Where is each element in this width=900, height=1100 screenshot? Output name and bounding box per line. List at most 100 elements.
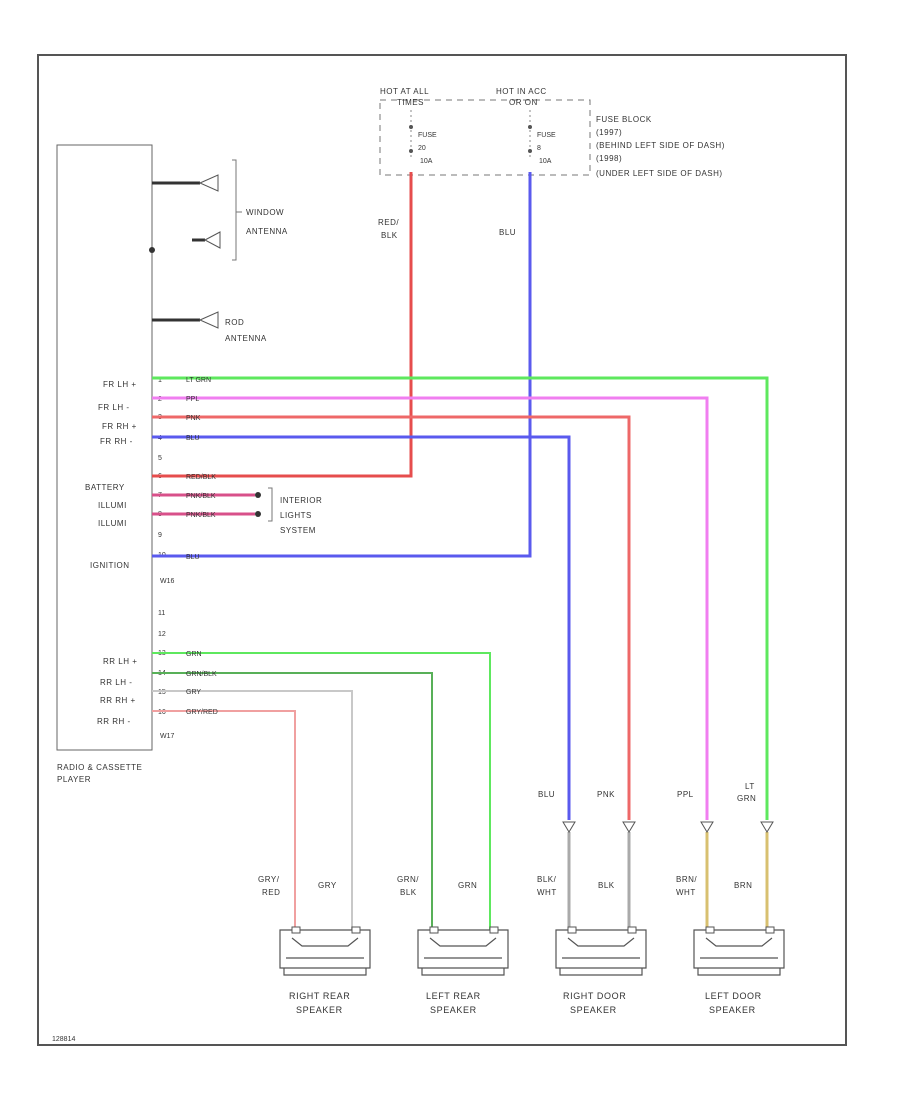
interior-label1: INTERIOR bbox=[280, 496, 322, 505]
left-door-top-label-b1: LT bbox=[745, 782, 755, 791]
pin-label-fr-rh-plus: FR RH + bbox=[102, 422, 137, 431]
right-door-speaker-terminal-1 bbox=[567, 926, 577, 934]
fuse-block-year1: (1997) bbox=[596, 128, 622, 137]
right-rear-speaker-name1: RIGHT REAR bbox=[289, 991, 350, 1001]
hot-at-all-label: HOT AT ALL bbox=[380, 87, 429, 96]
label-grn-blk: GRN/BLK bbox=[186, 671, 217, 678]
left-rear-speaker-terminal-2 bbox=[489, 926, 499, 934]
label-pnk-blk-1: PNK/BLK bbox=[186, 493, 216, 500]
label-gry: GRY bbox=[186, 689, 201, 696]
right-rear-speaker-name2: SPEAKER bbox=[296, 1005, 343, 1015]
pin-5: 5 bbox=[158, 455, 162, 462]
left-rear-speaker-cone bbox=[429, 937, 497, 947]
label-blu: BLU bbox=[186, 435, 200, 442]
interior-connector-1 bbox=[255, 492, 261, 498]
radio-name-line1: RADIO & CASSETTE bbox=[57, 763, 142, 772]
left-rear-label-a2: BLK bbox=[400, 888, 417, 897]
pin-12: 12 bbox=[158, 631, 166, 638]
connector-left-door-b bbox=[760, 821, 774, 833]
diagram-frame bbox=[37, 54, 847, 1046]
connector-w17: W17 bbox=[160, 733, 175, 740]
label-blu-top: BLU bbox=[499, 228, 516, 237]
window-antenna-bracket bbox=[232, 159, 237, 261]
window-antenna-label1: WINDOW bbox=[246, 208, 284, 217]
label-red-blk-top1: RED/ bbox=[378, 218, 399, 227]
pin-16: 16 bbox=[158, 709, 166, 716]
fuse-block: HOT AT ALL TIMES HOT IN ACC OR ON FUSE 2… bbox=[379, 87, 724, 178]
rod-antenna-label2: ANTENNA bbox=[225, 334, 267, 343]
interior-connector-2 bbox=[255, 511, 261, 517]
pin-15: 15 bbox=[158, 689, 166, 696]
left-door-speaker-cone bbox=[705, 937, 773, 947]
speakers bbox=[279, 926, 785, 976]
label-pnk: PNK bbox=[186, 415, 201, 422]
interior-label2: LIGHTS bbox=[280, 511, 312, 520]
wire-grn-left-rear bbox=[152, 652, 491, 930]
wire-pnk bbox=[152, 415, 631, 820]
fuse1-terminal bbox=[409, 125, 413, 129]
fuse2-terminal-low bbox=[528, 149, 532, 153]
right-door-speaker-name2: SPEAKER bbox=[570, 1005, 617, 1015]
left-door-speaker-terminal-2 bbox=[765, 926, 775, 934]
left-door-speaker-name1: LEFT DOOR bbox=[705, 991, 762, 1001]
rear-wires bbox=[152, 652, 769, 930]
interior-label3: SYSTEM bbox=[280, 526, 316, 535]
speaker-wire-labels: BLU PNK PPL LT GRN GRY/ RED GRY GRN/ BLK… bbox=[258, 782, 756, 897]
label-gry-red: GRY/RED bbox=[186, 709, 218, 716]
wire-blu-ignition bbox=[152, 172, 532, 558]
speaker-names: RIGHT REAR SPEAKER LEFT REAR SPEAKER RIG… bbox=[289, 991, 762, 1015]
right-rear-speaker-terminal-2 bbox=[351, 926, 361, 934]
right-door-speaker-terminal-2 bbox=[627, 926, 637, 934]
wire-labels: RED/ BLK BLU LT GRN PPL PNK BLU RED/BLK … bbox=[186, 218, 516, 716]
pin-label-rr-lh-plus: RR LH + bbox=[103, 657, 137, 666]
left-rear-speaker-terminal-1 bbox=[429, 926, 439, 934]
hot-in-acc-label: HOT IN ACC bbox=[496, 87, 547, 96]
left-door-speaker-body bbox=[693, 929, 785, 976]
rod-antenna-connector bbox=[198, 311, 219, 329]
left-door-label-a2: WHT bbox=[676, 888, 696, 897]
fuse1-number: 20 bbox=[418, 145, 426, 152]
wire-ppl bbox=[152, 396, 709, 820]
connector-right-door-b bbox=[622, 821, 636, 833]
right-door-label-b: BLK bbox=[598, 881, 615, 890]
right-door-top-label-a: BLU bbox=[538, 790, 555, 799]
pin-label-rr-rh-minus: RR RH - bbox=[97, 717, 131, 726]
wire-gry-red-right-rear bbox=[152, 710, 296, 930]
label-blu-ign: BLU bbox=[186, 554, 200, 561]
fuse-block-title: FUSE BLOCK bbox=[596, 115, 652, 124]
left-door-top-label-b2: GRN bbox=[737, 794, 756, 803]
wire-gry-right-rear bbox=[152, 690, 353, 930]
right-rear-label-a2: RED bbox=[262, 888, 280, 897]
pin-label-illum2: ILLUMI bbox=[98, 519, 127, 528]
pin-label-fr-lh-plus: FR LH + bbox=[103, 380, 137, 389]
label-red-blk-top2: BLK bbox=[381, 231, 398, 240]
left-rear-speaker-name2: SPEAKER bbox=[430, 1005, 477, 1015]
fuse2-number: 8 bbox=[537, 145, 541, 152]
hot-at-all-sub: TIMES bbox=[397, 98, 424, 107]
left-rear-speaker-body bbox=[417, 929, 509, 976]
pin-label-fr-lh-minus: FR LH - bbox=[98, 403, 130, 412]
pin-label-illum1: ILLUMI bbox=[98, 501, 127, 510]
pin-label-battery: BATTERY bbox=[85, 483, 125, 492]
radio-box bbox=[56, 144, 153, 751]
label-ppl: PPL bbox=[186, 396, 199, 403]
left-rear-label-a1: GRN/ bbox=[397, 875, 419, 884]
label-lt-grn: LT GRN bbox=[186, 377, 211, 384]
fuse-block-year2: (1998) bbox=[596, 154, 622, 163]
right-rear-speaker-cone bbox=[291, 937, 359, 947]
right-door-top-label-b: PNK bbox=[597, 790, 615, 799]
left-door-label-b: BRN bbox=[734, 881, 752, 890]
window-antenna-connector bbox=[198, 174, 219, 192]
right-door-speaker-body bbox=[555, 929, 647, 976]
interior-bracket bbox=[268, 487, 273, 522]
fuse1-label: FUSE bbox=[418, 132, 437, 139]
fuse2-terminal bbox=[528, 125, 532, 129]
radio-name-line2: PLAYER bbox=[57, 775, 91, 784]
wires bbox=[152, 172, 769, 820]
left-rear-label-b: GRN bbox=[458, 881, 477, 890]
window-antenna-connector2 bbox=[203, 231, 221, 249]
label-red-blk: RED/BLK bbox=[186, 474, 216, 481]
pin-label-rr-lh-minus: RR LH - bbox=[100, 678, 132, 687]
right-door-label-a1: BLK/ bbox=[537, 875, 557, 884]
